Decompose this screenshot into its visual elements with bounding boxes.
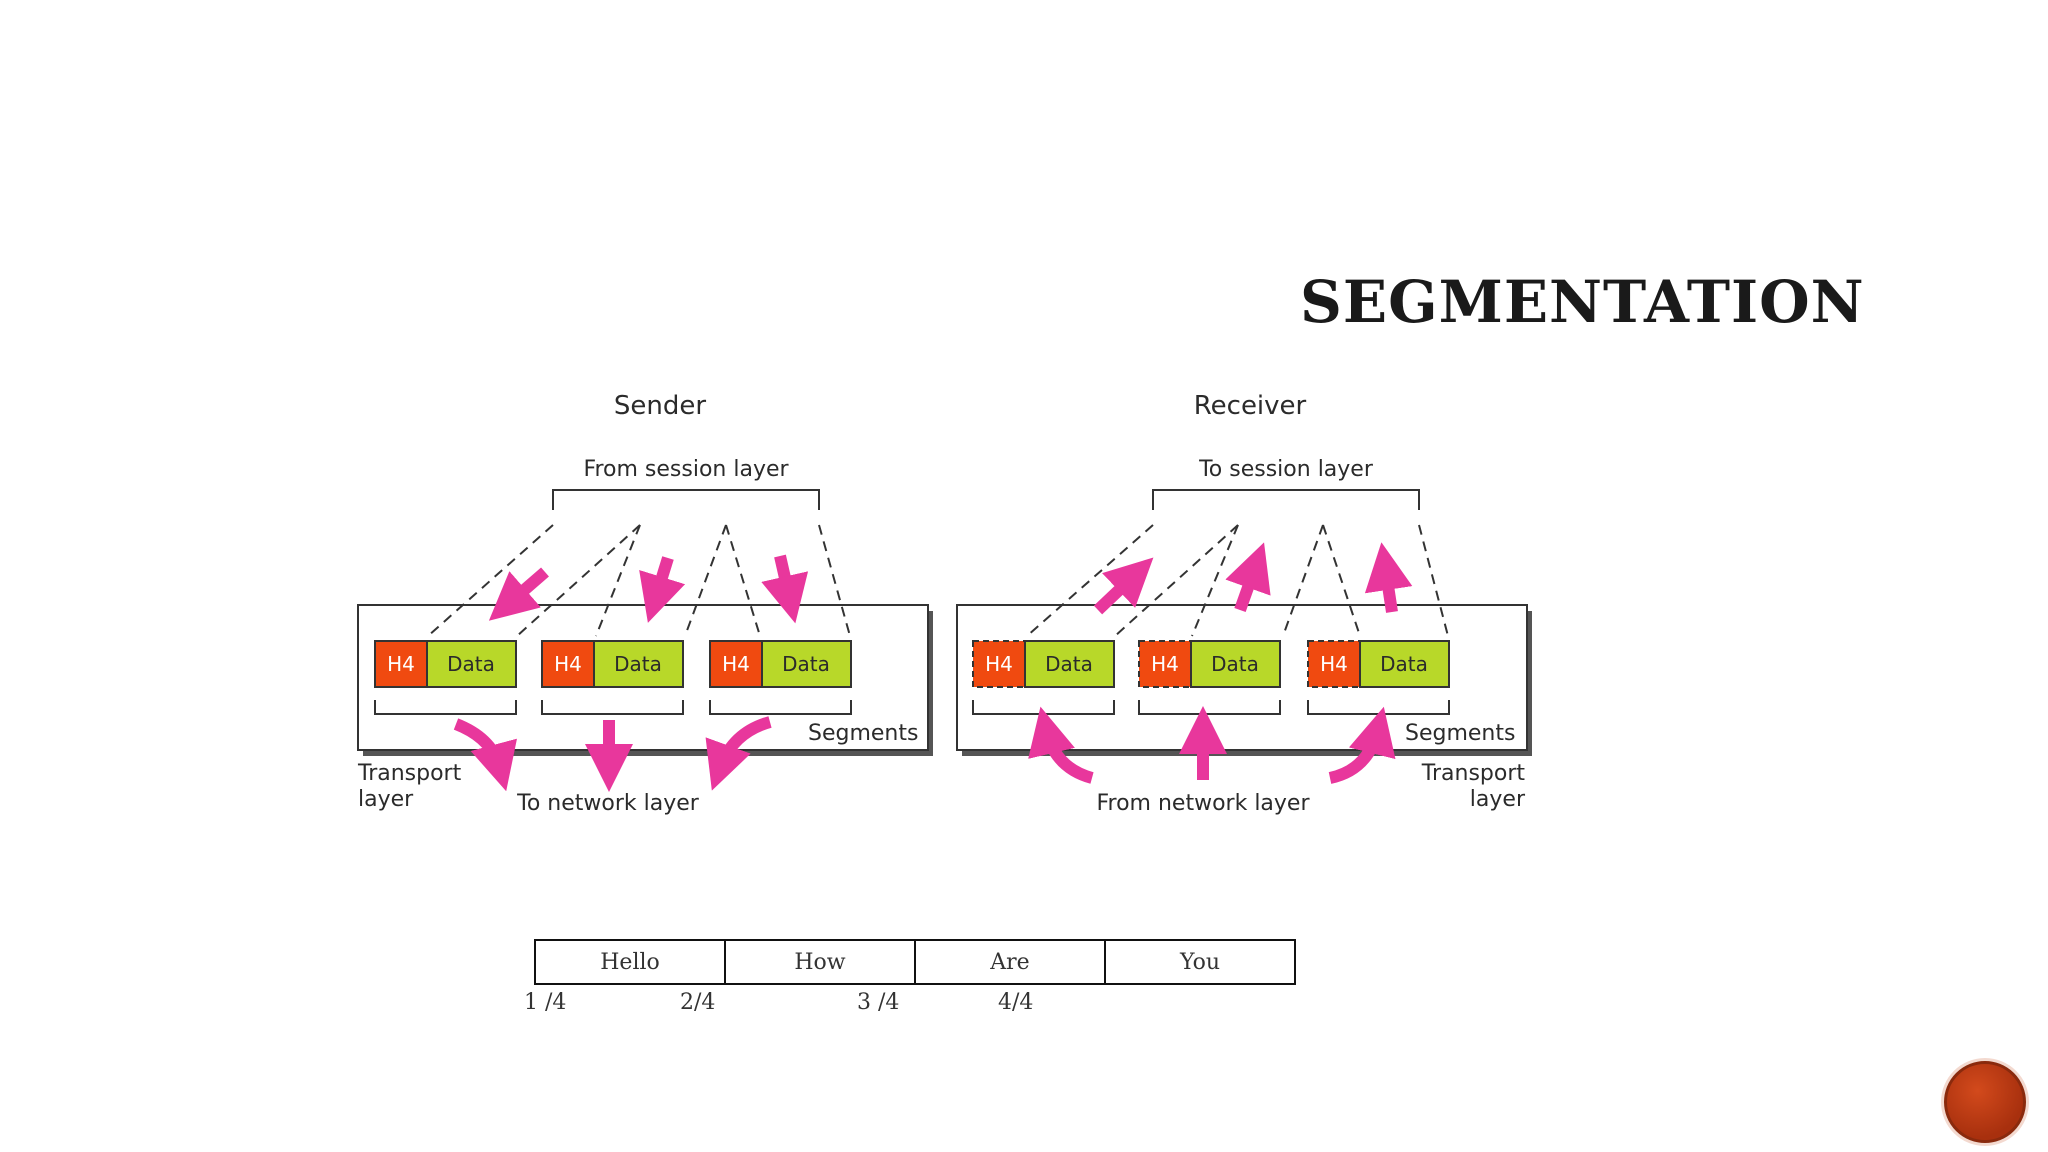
header-cell [374, 640, 428, 688]
receiver-up-arrows [1093, 542, 1413, 615]
data-label: Data [1380, 652, 1428, 676]
receiver-segment-3: H4 Data [1307, 640, 1450, 688]
receiver-segment-1: H4 Data [972, 640, 1115, 688]
sender-down-arrows [488, 554, 809, 624]
sender-segment-1: H4 Data [374, 640, 517, 688]
receiver-session-bracket [1152, 489, 1420, 510]
data-label: Data [614, 652, 662, 676]
receiver-segment-2: H4 Data [1138, 640, 1281, 688]
sender-heading: Sender [614, 391, 706, 421]
fraction-label-4: 4/4 [998, 990, 1034, 1015]
next-slide-icon[interactable] [1944, 1061, 2026, 1143]
fraction-label-2: 2/4 [680, 990, 716, 1015]
sender-top-label: From session layer [583, 457, 789, 482]
slide-title: SEGMENTATION [1300, 268, 1865, 336]
data-label: Data [782, 652, 830, 676]
sender-transport-label-1: Transport [357, 761, 462, 786]
receiver-top-label: To session layer [1198, 457, 1374, 482]
header-label: H4 [1151, 652, 1179, 676]
receiver-heading: Receiver [1194, 391, 1307, 421]
sender-transport-label-2: layer [358, 787, 414, 812]
sender-segment-3: H4 Data [709, 640, 852, 688]
table-row: Hello How Are You [534, 939, 1296, 985]
header-label: H4 [722, 652, 750, 676]
data-label: Data [1211, 652, 1259, 676]
data-label: Data [447, 652, 495, 676]
sender-bottom-arrows [453, 716, 772, 792]
receiver-transport-label-2: layer [1470, 787, 1526, 812]
receiver-bottom-arrows [1028, 706, 1396, 784]
header-cell [1307, 640, 1361, 688]
header-cell [972, 640, 1026, 688]
data-label: Data [1045, 652, 1093, 676]
word-cell-hello: Hello [534, 939, 726, 985]
data-cell [1024, 640, 1115, 688]
header-label: H4 [387, 652, 415, 676]
receiver-bottom-label: From network layer [1096, 791, 1310, 816]
word-cell-are: Are [914, 939, 1106, 985]
word-segment-table: Hello How Are You [534, 939, 1296, 985]
sender-segments-label: Segments [808, 721, 918, 746]
word-cell-you: You [1104, 939, 1296, 985]
sender-bottom-label: To network layer [516, 791, 700, 816]
sender-session-bracket [552, 489, 820, 510]
receiver-transport-label-1: Transport [1421, 761, 1526, 786]
word-cell-how: How [724, 939, 916, 985]
receiver-segments-label: Segments [1405, 721, 1515, 746]
data-cell [1190, 640, 1281, 688]
fraction-label-3: 3 /4 [857, 990, 900, 1015]
header-cell [1138, 640, 1192, 688]
fraction-label-1: 1 /4 [524, 990, 567, 1015]
header-label: H4 [985, 652, 1013, 676]
data-cell [426, 640, 517, 688]
sender-segment-brackets [374, 700, 852, 715]
header-label: H4 [1320, 652, 1348, 676]
header-label: H4 [554, 652, 582, 676]
data-cell [761, 640, 852, 688]
sender-segment-2: H4 Data [541, 640, 684, 688]
data-cell [593, 640, 684, 688]
data-cell [1359, 640, 1450, 688]
